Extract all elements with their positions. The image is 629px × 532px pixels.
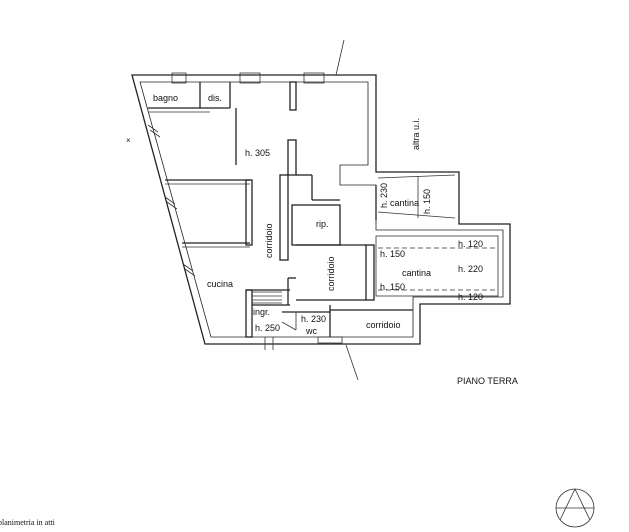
label-h150-b: h. 150 — [380, 282, 405, 292]
label-h230-cantina: h. 230 — [379, 183, 389, 208]
label-h220: h. 220 — [458, 264, 483, 274]
outer-wall — [131, 74, 511, 345]
label-dis: dis. — [208, 93, 222, 103]
label-rip: rip. — [316, 219, 329, 229]
label-h150-cantina: h. 150 — [422, 189, 432, 214]
label-h230-wc: h. 230 — [301, 314, 326, 324]
label-corridoio-bottom: corridoio — [366, 320, 401, 330]
section-line-bottom — [345, 344, 359, 381]
label-corridoio-mid: corridoio — [326, 256, 336, 291]
outer-wall-inner — [139, 81, 504, 338]
side-mark: × — [126, 136, 131, 145]
left-wall-windows — [147, 124, 196, 277]
label-h250: h. 250 — [255, 323, 280, 333]
label-bagno: bagno — [153, 93, 178, 103]
label-ingr: ingr. — [253, 307, 270, 317]
label-h150-a: h. 150 — [380, 249, 405, 259]
label-cantina-right: cantina — [402, 268, 431, 278]
internal-walls — [148, 81, 499, 338]
section-line-top — [335, 39, 345, 76]
bottom-openings — [264, 336, 343, 350]
footer-note: planimetria in atti — [0, 518, 56, 527]
label-cucina: cucina — [207, 279, 233, 289]
cantina-dashed-lines — [378, 247, 496, 291]
north-arrow-icon — [555, 488, 595, 528]
label-h120-a: h. 120 — [458, 239, 483, 249]
label-h305: h. 305 — [245, 148, 270, 158]
label-altra-ui: altra u.i. — [411, 118, 421, 150]
label-cantina-top: cantina — [390, 198, 419, 208]
label-h120-b: h. 120 — [458, 292, 483, 302]
floor-label: PIANO TERRA — [457, 376, 518, 386]
top-windows — [171, 72, 325, 84]
ingresso-stairs — [252, 291, 282, 304]
label-wc: wc — [305, 326, 317, 336]
label-corridoio-left: corridoio — [264, 223, 274, 258]
